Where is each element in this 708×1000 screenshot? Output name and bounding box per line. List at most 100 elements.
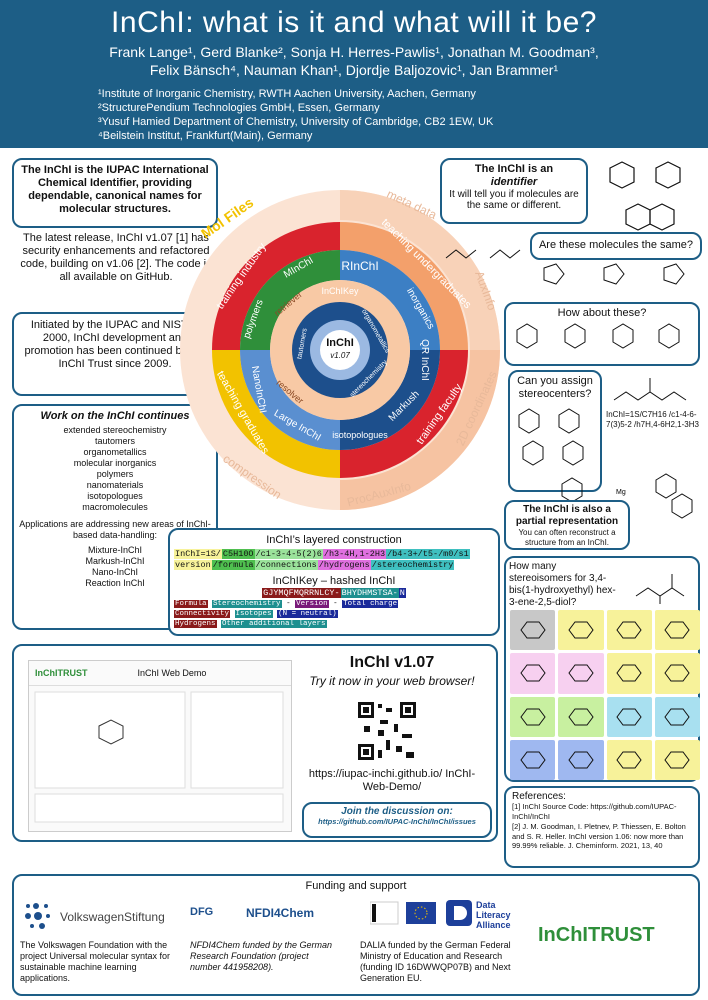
references-title: References: <box>512 791 566 802</box>
isomer-cell <box>606 739 652 780</box>
iupac-box: The InChI is the IUPAC International Che… <box>12 158 218 228</box>
legend-item: Hydrogens <box>174 620 217 628</box>
reference-1[interactable]: [1] InChI Source Code: https://github.co… <box>512 802 677 821</box>
affiliation-2: ²StructurePendium Technologies GmbH, Ess… <box>98 102 380 114</box>
work-item: tautomers <box>94 436 136 446</box>
identifier-box: The InChI is an identifier It will tell … <box>440 158 588 224</box>
segment-teaching-undergrad <box>340 222 468 350</box>
diol-structure <box>635 574 685 604</box>
legend-item: Total charge <box>342 600 399 608</box>
isomer-cell <box>606 610 652 651</box>
inchi-string: InChI=1S/C5H10O/c1-3-4-5(2)6/h3-4H,1-2H3… <box>174 549 494 560</box>
discussion-box: Join the discussion on: https://github.c… <box>302 802 492 838</box>
version-title: InChI v1.07 <box>349 654 435 671</box>
wheel-qr-inchi: QR InChI <box>419 339 430 381</box>
isomer-cell <box>654 739 700 780</box>
layered-title: InChI’s layered construction <box>266 534 402 546</box>
wheel-isotopologues: isotopologues <box>332 430 388 440</box>
inchikey-string: GJYMQFMQRRNLCY-BHYDHMSTSA-N <box>174 588 494 599</box>
work-item: isotopologues <box>87 491 143 501</box>
isomer-cell <box>510 739 556 780</box>
xylene-structures <box>609 161 681 231</box>
volkswagen-dots-icon <box>25 903 50 929</box>
isoxazole-structures <box>543 263 685 285</box>
funding-box: Funding and support <box>12 874 700 996</box>
isomer-cell <box>510 610 556 651</box>
work-item: nanomaterials <box>86 480 144 490</box>
work-item: extended stereochemistry <box>63 425 167 435</box>
identifier-word: identifier <box>490 176 538 188</box>
wheel-inchikey: InChIKey <box>321 286 359 296</box>
authors-line-2: Felix Bänsch⁴, Nauman Khan¹, Djordje Bal… <box>149 62 559 78</box>
demo-url[interactable]: https://iupac-inchi.github.io/ InChI-Web… <box>308 768 476 793</box>
wheel-center-sub: v1.07 <box>330 351 350 360</box>
legend-item: Formula <box>174 600 208 608</box>
inchi-part-hydrogens: /h3-4H,1-2H3 <box>322 549 387 559</box>
app-item: Reaction InChI <box>85 578 145 588</box>
nfdi4chem-logo: NFDI4Chem <box>246 906 315 920</box>
demo-tagline: Try it now in your web browser! <box>309 674 475 688</box>
inchi-part-stereo: /b4-3+/t5-/m0/s1 <box>386 549 470 559</box>
qr-code-icon <box>356 700 418 762</box>
legend-item: - <box>286 600 291 608</box>
stereoisomers-question: How many stereoisomers for 3,4-bis(1-hyd… <box>509 561 616 608</box>
work-title: Work on the InChI continues <box>40 410 190 422</box>
affiliation-3: ³Yusuf Hamied Department of Chemistry, U… <box>98 116 494 128</box>
volkswagen-logo: VolkswagenStiftung <box>60 910 165 924</box>
layered-box: InChI’s layered construction InChI=1S/C5… <box>168 528 500 636</box>
segment-training-industry <box>212 222 340 350</box>
identifier-text: It will tell you if molecules are the sa… <box>449 189 579 211</box>
work-item: organometallics <box>83 447 147 457</box>
how-about-box: How about these? <box>504 302 700 366</box>
apps-list: Mixture-InChI Markush-InChI Nano-InChI R… <box>18 545 212 589</box>
wheel-rinchi: RInChI <box>341 259 378 273</box>
legend-item: Isotopes <box>234 610 273 618</box>
demo-title: InChI Web Demo <box>137 668 207 678</box>
isomer-cell <box>510 653 556 694</box>
layer-label: /connections <box>254 560 318 570</box>
app-item: Markush-InChI <box>85 556 145 566</box>
web-demo-screenshot: InChITRUST InChI Web Demo <box>28 660 292 832</box>
bmbf-eu-flags-icon <box>370 901 436 925</box>
key-part: N <box>398 588 406 598</box>
key-part: GJYMQFMQRRNLCY- <box>262 588 341 598</box>
stereo-question: Can you assign stereocenters? <box>517 375 593 400</box>
heptane-structure <box>613 378 687 401</box>
apps-intro: Applications are addressing new areas of… <box>19 519 211 540</box>
discussion-title: Join the discussion on: <box>341 806 453 817</box>
inchi-trust-logo: InChITRUST <box>538 924 655 946</box>
isomer-cell <box>654 696 700 737</box>
poster-header: InChI: what is it and what will it be? F… <box>0 0 708 148</box>
key-legend-2: Connectivity Isotopes (N = neutral) <box>174 609 494 619</box>
layer-label: /stereochemistry <box>370 560 455 570</box>
release-text: The latest release, InChI v1.07 [1] has … <box>20 232 212 283</box>
isomer-cell <box>606 696 652 737</box>
dalia-logo: Data Literacy Alliance <box>476 900 511 930</box>
affiliation-4: ⁴Beilstein Institut, Frankfurt(Main), Ge… <box>98 130 313 142</box>
legend-item: Stereochemistry <box>212 600 282 608</box>
stereoisomer-grid <box>510 610 700 780</box>
amide-structures <box>445 249 521 259</box>
work-item: macromolecules <box>82 502 148 512</box>
legend-item: Version <box>295 600 329 608</box>
nfdi4chem-text: NFDI4Chem funded by the German Research … <box>190 940 333 972</box>
legend-item: - <box>333 600 338 608</box>
how-about-title: How about these? <box>557 307 647 319</box>
dfg-logo: DFG <box>190 906 214 918</box>
discussion-url[interactable]: https://github.com/IUPAC-InChI/InChI/iss… <box>318 817 476 826</box>
work-item: polymers <box>96 469 134 479</box>
identifier-title: The InChI is an <box>474 163 554 175</box>
affiliation-1: ¹Institute of Inorganic Chemistry, RWTH … <box>98 88 476 100</box>
app-item: Nano-InChI <box>91 567 139 577</box>
dalia-logo-icon <box>446 900 472 926</box>
isomer-cell <box>654 653 700 694</box>
key-part: BHYDHMSTSA- <box>340 588 399 598</box>
layer-label: /hydrogens <box>317 560 371 570</box>
inchi-part-connections: /c1-3-4-5(2)6 <box>254 549 323 559</box>
isomer-cell <box>606 653 652 694</box>
poster-title: InChI: what is it and what will it be? <box>111 6 597 39</box>
purine-structures <box>516 323 680 349</box>
legend-item: Connectivity <box>174 610 231 618</box>
isomer-cell <box>510 696 556 737</box>
segment-training-faculty <box>340 350 468 478</box>
